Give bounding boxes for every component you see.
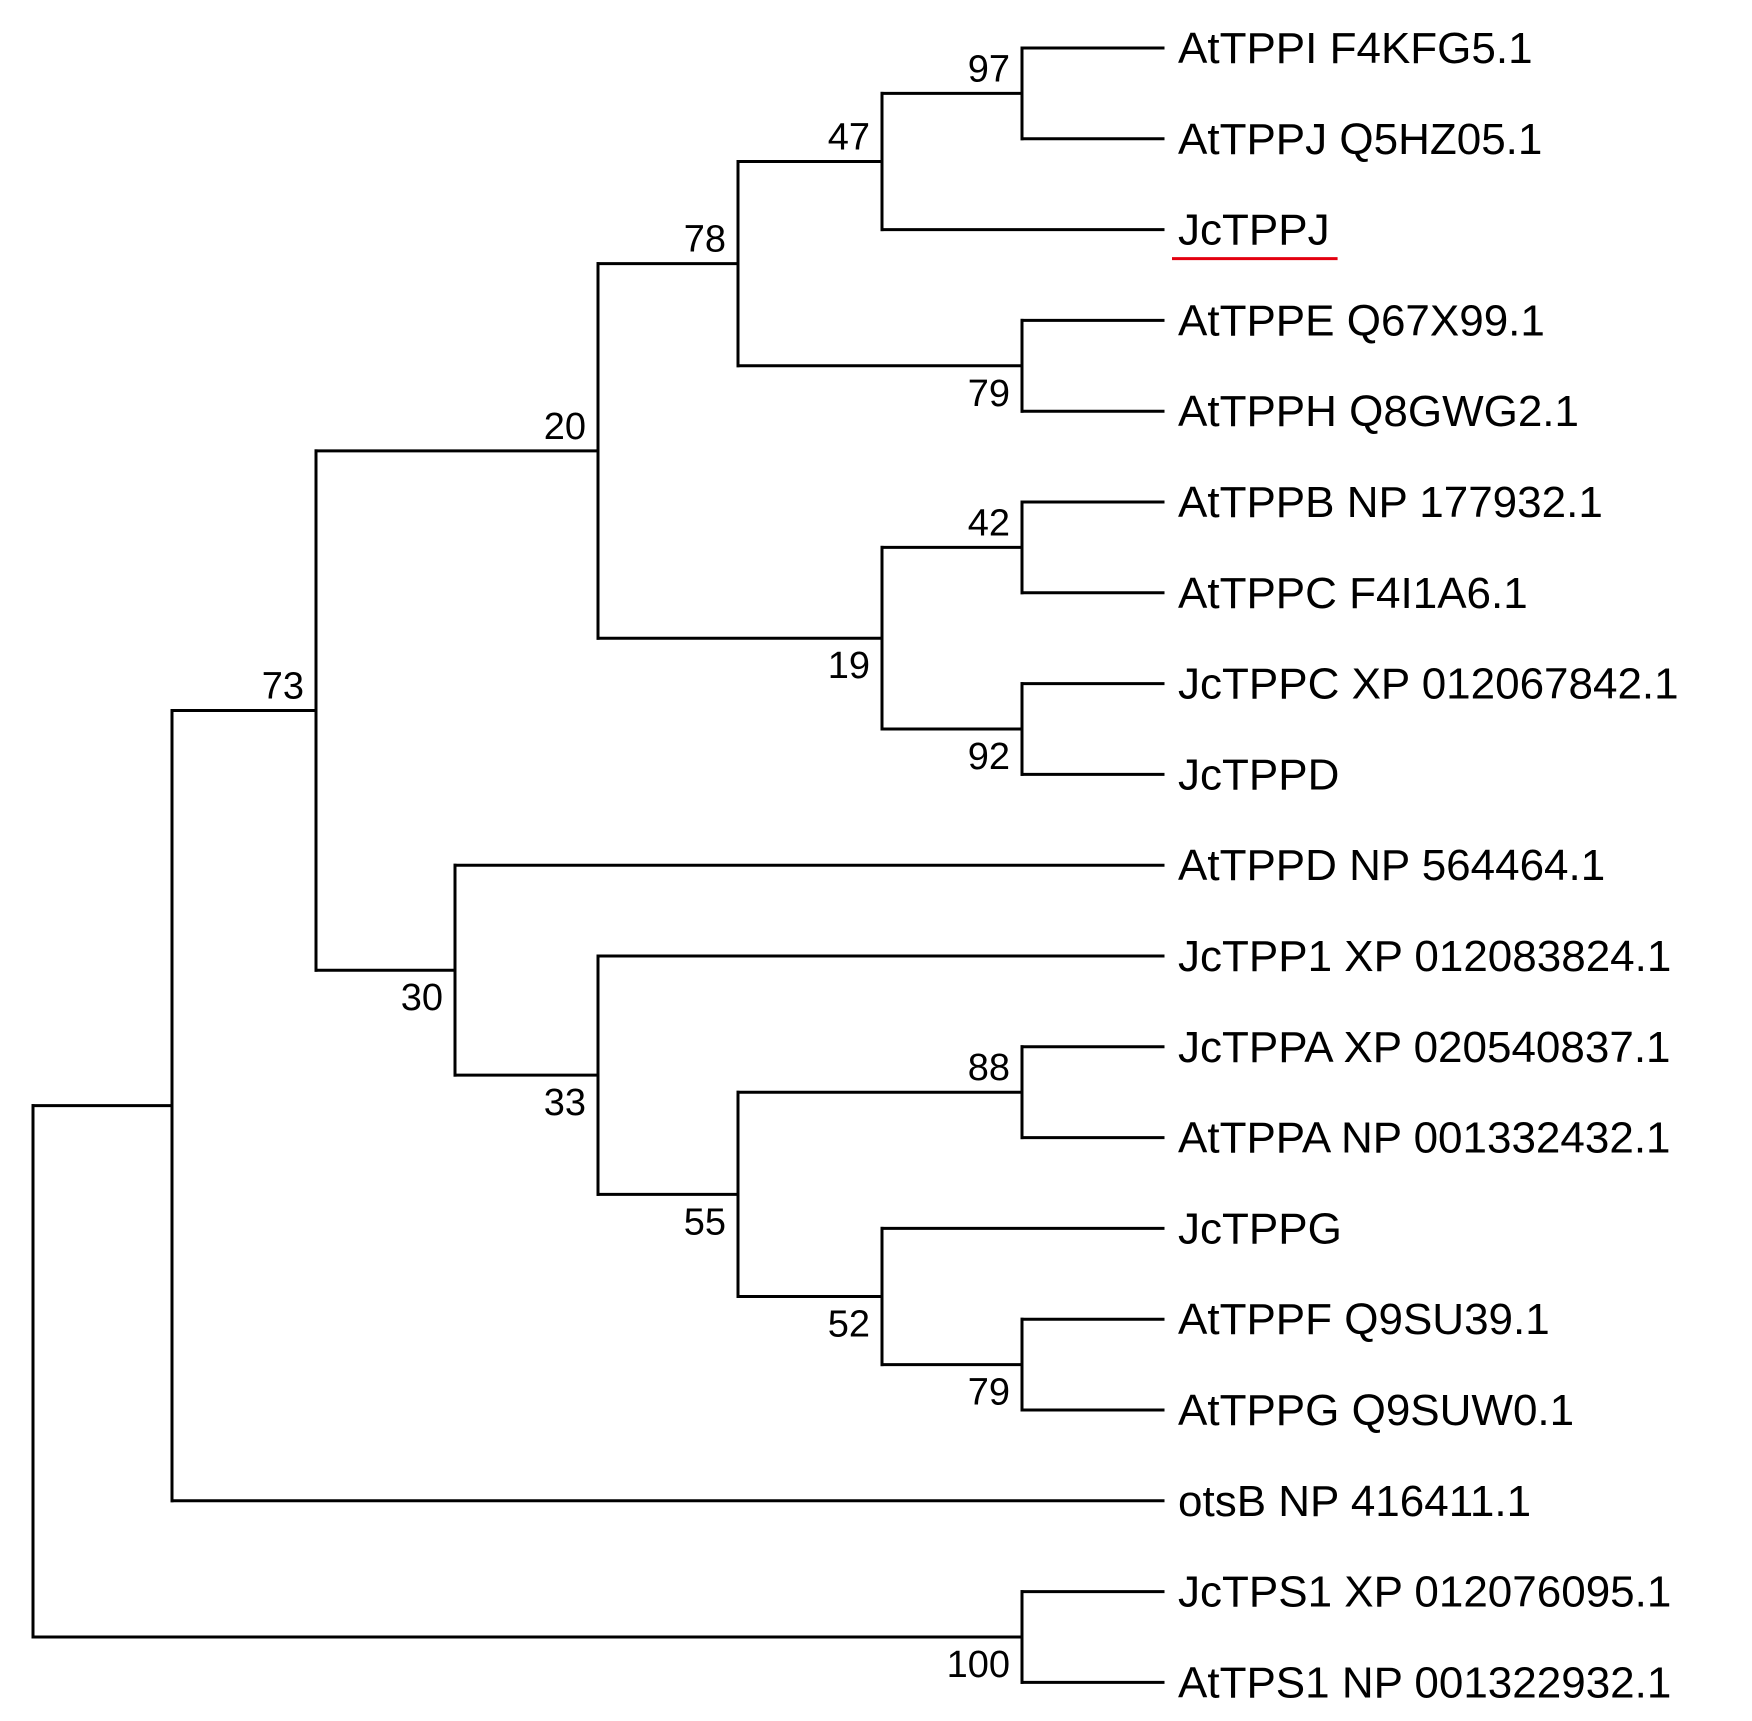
support-value-n_BC: 42 [968, 502, 1010, 544]
support-value-n_CD: 92 [968, 736, 1010, 778]
support-value-n_FG: 79 [968, 1372, 1010, 1414]
taxon-label-t14: JcTPPG [1178, 1204, 1342, 1253]
support-value-n_IJ: 97 [968, 48, 1010, 90]
support-value-n_33: 33 [544, 1082, 586, 1124]
taxon-label-t6: AtTPPB NP 177932.1 [1178, 478, 1603, 527]
taxon-label-t7: AtTPPC F4I1A6.1 [1178, 569, 1528, 618]
taxon-label-t11: JcTPP1 XP 012083824.1 [1178, 932, 1671, 981]
support-value-n_20: 20 [544, 406, 586, 448]
taxon-label-t19: AtTPS1 NP 001322932.1 [1178, 1658, 1671, 1707]
support-value-n_73: 73 [262, 666, 304, 708]
taxon-label-t4: AtTPPE Q67X99.1 [1178, 296, 1545, 345]
taxon-label-t9: JcTPPD [1178, 750, 1339, 799]
support-value-n_78: 78 [684, 219, 726, 261]
taxon-label-t15: AtTPPF Q9SU39.1 [1178, 1295, 1550, 1344]
support-value-n_19: 19 [828, 645, 870, 687]
support-value-n_52: 52 [828, 1304, 870, 1346]
taxon-label-t3: JcTPPJ [1178, 206, 1330, 255]
support-value-n_AA: 88 [968, 1047, 1010, 1089]
taxon-label-t13: AtTPPA NP 001332432.1 [1178, 1114, 1671, 1163]
taxon-label-t12: JcTPPA XP 020540837.1 [1178, 1023, 1671, 1072]
support-value-n_30: 30 [401, 977, 443, 1019]
taxon-label-t17: otsB NP 416411.1 [1178, 1477, 1531, 1526]
taxon-label-t16: AtTPPG Q9SUW0.1 [1178, 1386, 1574, 1435]
support-value-n_tps: 100 [947, 1644, 1010, 1686]
support-value-n_EH: 79 [968, 373, 1010, 415]
taxon-label-t10: AtTPPD NP 564464.1 [1178, 841, 1605, 890]
taxon-label-t8: JcTPPC XP 012067842.1 [1178, 660, 1679, 709]
branch-group [31, 46, 1165, 1684]
support-value-n_55: 55 [684, 1201, 726, 1243]
taxon-label-t18: JcTPS1 XP 012076095.1 [1178, 1568, 1671, 1617]
taxon-label-t2: AtTPPJ Q5HZ05.1 [1178, 115, 1542, 164]
support-value-n_IJJ: 47 [828, 117, 870, 159]
support-label-group: 97 47 79 78 42 92 19 20 88 79 52 55 33 30 73 100 [262, 48, 1010, 1686]
taxon-label-t5: AtTPPH Q8GWG2.1 [1178, 387, 1579, 436]
taxon-label-t1: AtTPPI F4KFG5.1 [1178, 24, 1533, 73]
